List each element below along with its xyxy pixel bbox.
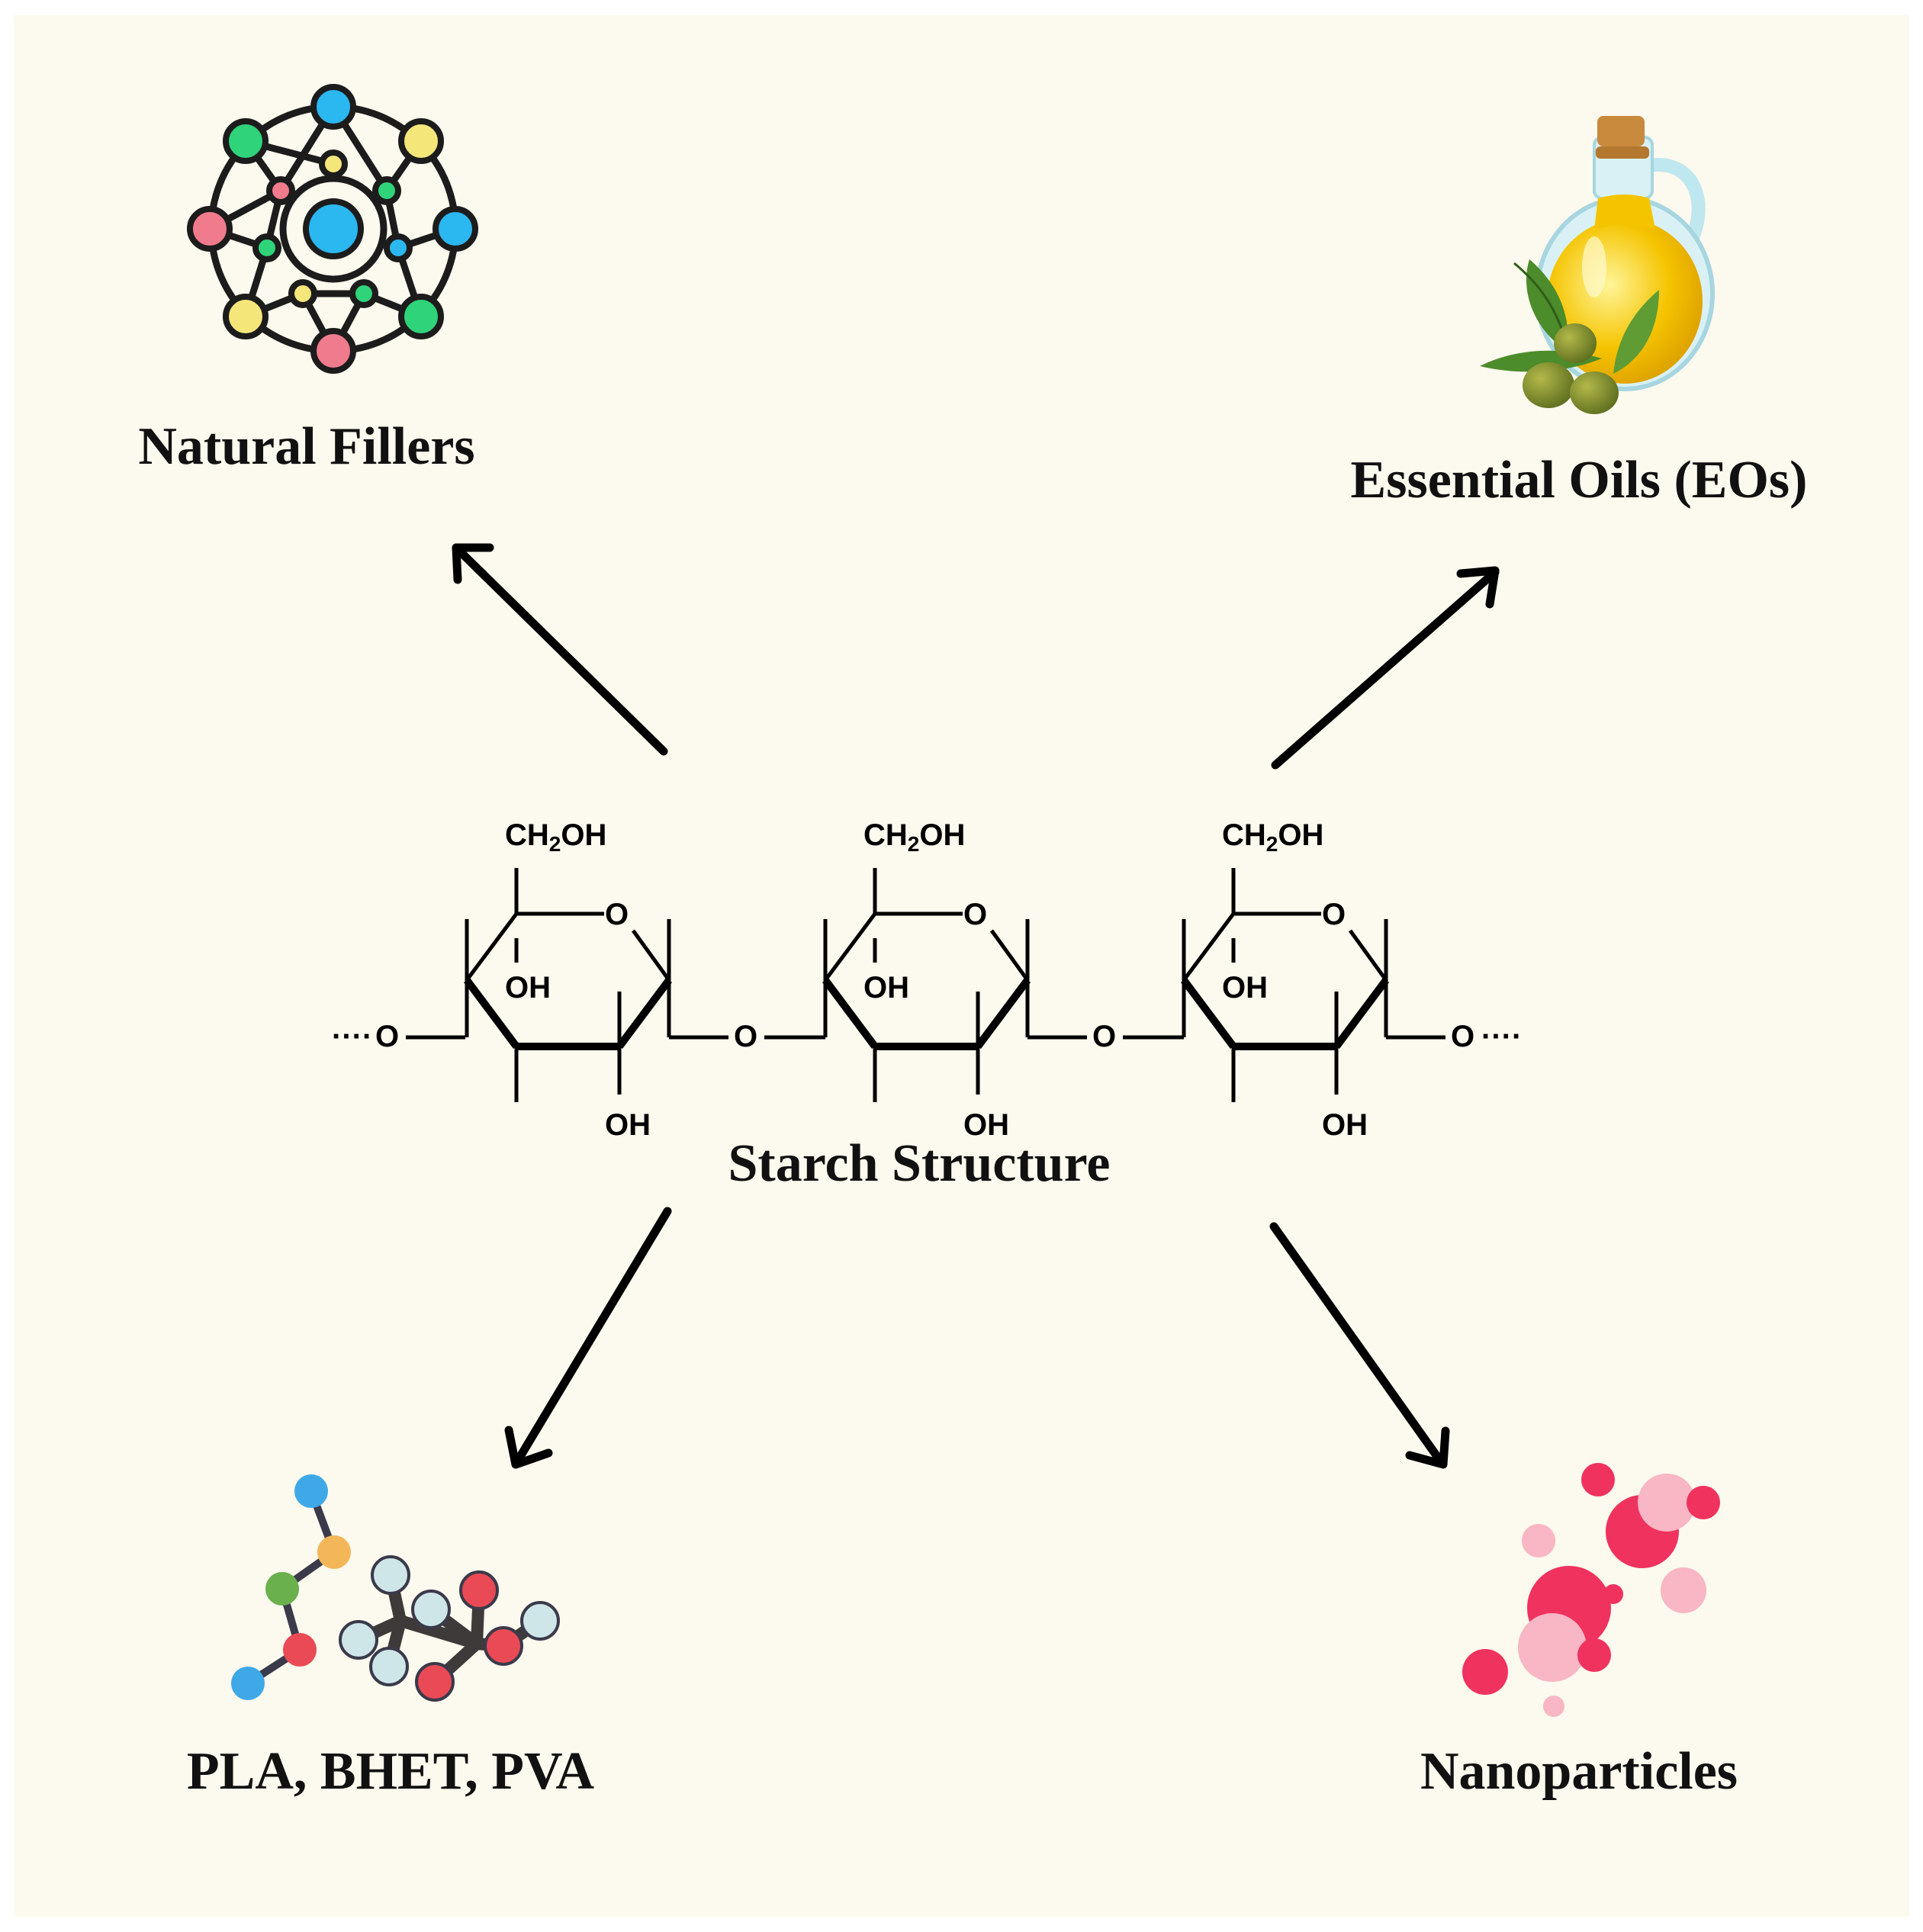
label-essential-oils: Essential Oils (EOs): [1351, 451, 1808, 510]
hydroxyl-3b: OH: [1322, 1108, 1368, 1142]
hydroxyl-1b: OH: [605, 1108, 651, 1142]
glucose-unit-3: [1180, 868, 1445, 1102]
ring-oxygen-2: O: [963, 898, 987, 931]
starch-structure: ···· O CH2OH O OH OH O: [332, 818, 1522, 1142]
arrow-to-nanoparticles: [1269, 1222, 1450, 1469]
chain-end-right: ····: [1481, 1020, 1522, 1053]
hydroxyl-1a: OH: [505, 971, 551, 1005]
arrows: [452, 543, 1500, 1469]
ch2oh-label-2: CH2OH: [863, 818, 965, 856]
ch2oh-label-3: CH2OH: [1222, 818, 1323, 856]
bridge-oxygen-2: O: [1092, 1020, 1116, 1053]
ring-oxygen-1: O: [605, 898, 629, 931]
glucose-unit-1: [463, 868, 728, 1102]
bridge-oxygen-left: O: [375, 1020, 399, 1053]
ch2oh-label-1: CH2OH: [505, 818, 606, 856]
label-pla-bhet-pva: PLA, BHET, PVA: [187, 1742, 595, 1801]
hydroxyl-3a: OH: [1222, 971, 1268, 1005]
bridge-oxygen-right: O: [1451, 1020, 1474, 1053]
ball-and-stick-molecule-icon: [231, 1474, 560, 1702]
label-starch-structure: Starch Structure: [728, 1134, 1111, 1193]
bridge-oxygen-1: O: [734, 1020, 757, 1053]
arrow-to-pla-bhet-pva: [504, 1207, 672, 1469]
nanoparticle-cluster-icon: [1462, 1463, 1720, 1717]
network-nodes: [187, 84, 478, 374]
label-nanoparticles: Nanoparticles: [1420, 1742, 1738, 1801]
chain-end-left: ····: [332, 1020, 372, 1053]
ring-oxygen-3: O: [1322, 898, 1346, 931]
arrow-to-natural-fillers: [452, 543, 668, 756]
label-natural-fillers: Natural Fillers: [138, 417, 474, 476]
glucose-unit-2: [822, 868, 1087, 1102]
hydroxyl-2b: OH: [963, 1108, 1009, 1142]
hydroxyl-2a: OH: [863, 971, 909, 1005]
olive-oil-jar-icon: [1480, 116, 1715, 414]
arrow-to-essential-oils: [1271, 566, 1500, 770]
